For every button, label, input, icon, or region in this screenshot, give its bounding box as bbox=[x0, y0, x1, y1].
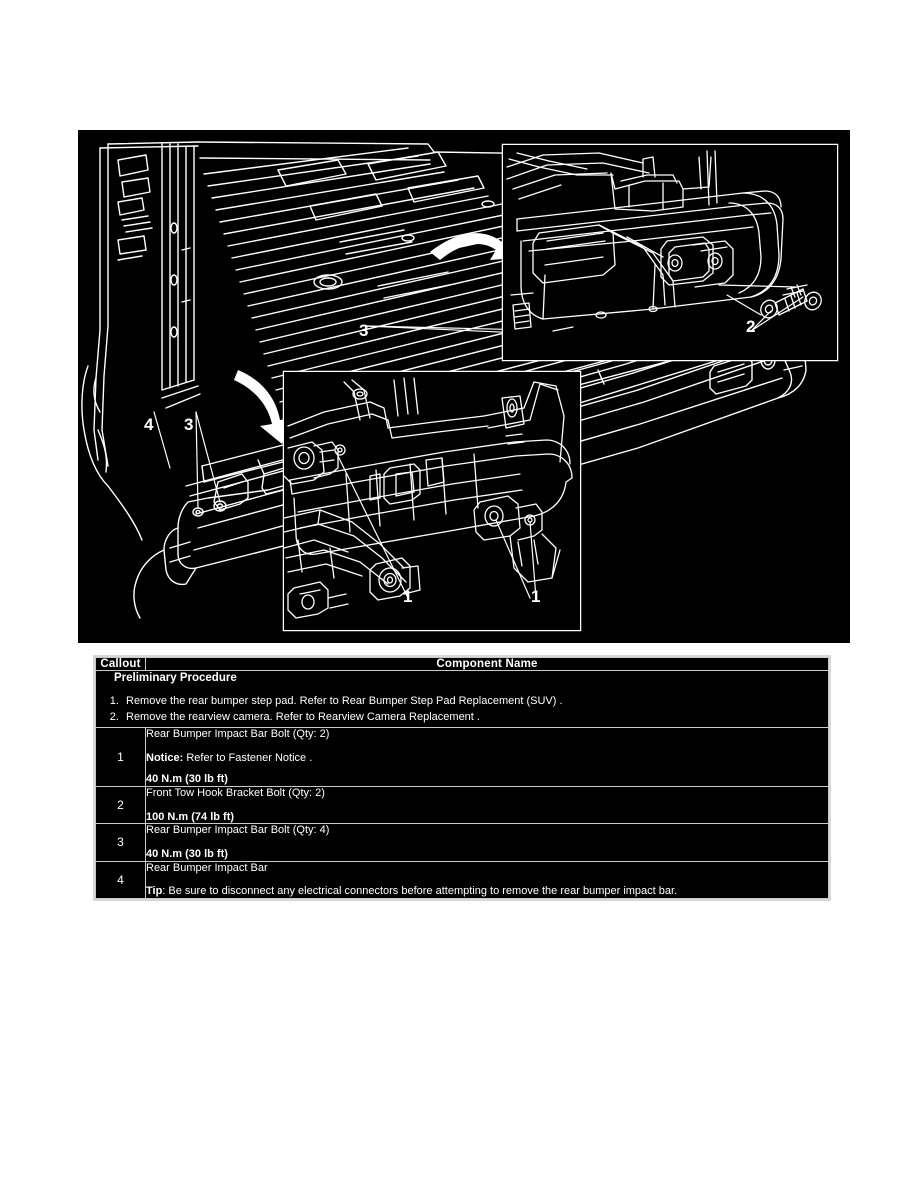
component-table: Callout Component Name Preliminary Proce… bbox=[93, 655, 831, 901]
preliminary-steps-list: Remove the rear bumper step pad. Refer t… bbox=[96, 694, 828, 726]
torque-spec: 40 N.m (30 lb ft) bbox=[146, 773, 228, 786]
row-callout-number: 3 bbox=[95, 823, 146, 862]
impact-bar-bolt-inset bbox=[282, 370, 582, 632]
notice-label: Notice: bbox=[146, 751, 184, 764]
preliminary-procedure-row: Preliminary Procedure Remove the rear bu… bbox=[95, 669, 829, 729]
row-component-description: Front Tow Hook Bracket Bolt (Qty: 2) 100… bbox=[145, 786, 829, 825]
tip-line: Tip: Be sure to disconnect any electrica… bbox=[146, 885, 828, 898]
table-header-row: Callout Component Name bbox=[95, 657, 829, 671]
row-callout-number: 2 bbox=[95, 786, 146, 825]
preliminary-step: Remove the rear bumper step pad. Refer t… bbox=[122, 694, 828, 710]
header-component-name: Component Name bbox=[145, 657, 829, 671]
table-row: 1 Rear Bumper Impact Bar Bolt (Qty: 2) N… bbox=[95, 727, 829, 788]
notice-text: Refer to Fastener Notice . bbox=[183, 751, 313, 764]
component-name-text: Front Tow Hook Bracket Bolt (Qty: 2) bbox=[146, 787, 325, 800]
arrow-to-top-inset bbox=[430, 232, 518, 260]
preliminary-procedure-title: Preliminary Procedure bbox=[114, 672, 237, 684]
row-component-description: Rear Bumper Impact Bar Tip: Be sure to d… bbox=[145, 860, 829, 899]
rear-bumper-impact-bar-diagram: 4 3 3 2 1 1 bbox=[78, 130, 850, 643]
torque-spec: 100 N.m (74 lb ft) bbox=[146, 810, 235, 823]
table-row: 2 Front Tow Hook Bracket Bolt (Qty: 2) 1… bbox=[95, 786, 829, 825]
callout-label-4: 4 bbox=[144, 415, 154, 434]
component-name-text: Rear Bumper Impact Bar Bolt (Qty: 4) bbox=[146, 824, 330, 837]
preliminary-step: Remove the rearview camera. Refer to Rea… bbox=[122, 710, 828, 726]
torque-spec: 40 N.m (30 lb ft) bbox=[146, 847, 228, 860]
table-row: 3 Rear Bumper Impact Bar Bolt (Qty: 4) 4… bbox=[95, 823, 829, 862]
component-name-text: Rear Bumper Impact Bar Bolt (Qty: 2) bbox=[146, 728, 330, 741]
callout-label-3-right: 3 bbox=[359, 321, 368, 340]
arrow-to-bottom-inset bbox=[234, 370, 292, 444]
tip-text: : Be sure to disconnect any electrical c… bbox=[162, 885, 678, 898]
component-name-text: Rear Bumper Impact Bar bbox=[146, 861, 268, 874]
tow-hook-bolt-inset bbox=[501, 143, 839, 362]
row-callout-number: 4 bbox=[95, 860, 146, 899]
callout-label-2: 2 bbox=[746, 317, 755, 336]
header-callout: Callout bbox=[95, 657, 146, 671]
illustration-panel: 4 3 3 2 1 1 bbox=[78, 130, 850, 643]
row-component-description: Rear Bumper Impact Bar Bolt (Qty: 4) 40 … bbox=[145, 823, 829, 862]
preliminary-procedure-cell: Preliminary Procedure Remove the rear bu… bbox=[95, 669, 829, 729]
tip-label: Tip bbox=[146, 885, 163, 898]
notice-line: Notice: Refer to Fastener Notice . bbox=[146, 752, 828, 765]
callout-label-1-left: 1 bbox=[403, 587, 412, 606]
table-row: 4 Rear Bumper Impact Bar Tip: Be sure to… bbox=[95, 860, 829, 899]
callout-label-1-right: 1 bbox=[531, 587, 540, 606]
row-callout-number: 1 bbox=[95, 727, 146, 788]
row-component-description: Rear Bumper Impact Bar Bolt (Qty: 2) Not… bbox=[145, 727, 829, 788]
callout-label-3-left: 3 bbox=[184, 415, 193, 434]
